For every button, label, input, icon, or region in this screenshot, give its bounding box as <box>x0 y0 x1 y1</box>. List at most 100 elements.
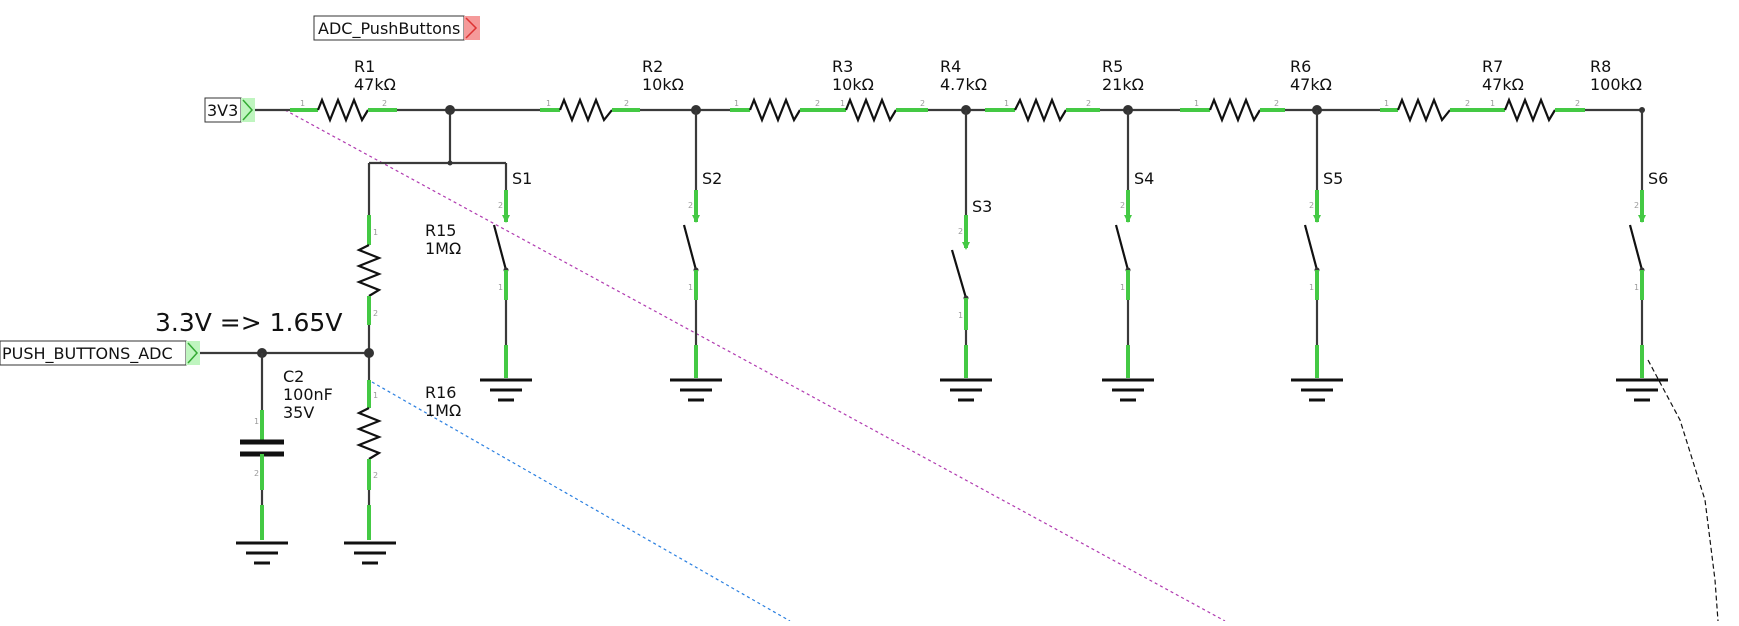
svg-text:1: 1 <box>498 283 503 292</box>
svg-text:2: 2 <box>958 227 963 236</box>
s6-label: S6 <box>1648 169 1668 188</box>
r6-ref: R6 <box>1290 57 1311 76</box>
svg-text:2: 2 <box>815 99 820 108</box>
r3-ref: R3 <box>832 57 853 76</box>
r4-ref: R4 <box>940 57 961 76</box>
switch-s4[interactable]: 2 1 S4 <box>1114 110 1154 378</box>
svg-text:2: 2 <box>1309 201 1314 210</box>
ground-icon <box>236 541 288 565</box>
vcc-label: 3V3 <box>207 101 238 120</box>
divider-r15[interactable]: 1 2 R15 1MΩ <box>356 215 461 353</box>
ratsnest-blue <box>371 381 791 622</box>
ratsnest-lines <box>284 109 1719 622</box>
svg-text:1: 1 <box>1384 99 1389 108</box>
r5-value: 21kΩ <box>1102 75 1144 94</box>
resistor-r5[interactable]: 1 2 R5 21kΩ <box>985 57 1144 123</box>
ground-icon <box>670 378 722 402</box>
svg-text:1: 1 <box>373 228 378 237</box>
port-adc-pushbuttons[interactable]: ADC_PushButtons <box>313 15 480 41</box>
s1-label: S1 <box>512 169 532 188</box>
resistor-r7[interactable]: 1 2 1 2 R7 47kΩ <box>1380 57 1585 123</box>
push-buttons-adc-label: PUSH_BUTTONS_ADC <box>2 344 173 364</box>
r15-value: 1MΩ <box>425 239 461 258</box>
svg-text:2: 2 <box>688 201 693 210</box>
c2-voltage: 35V <box>283 403 314 422</box>
ground-symbols <box>236 378 1668 565</box>
resistor-r6[interactable]: 1 2 R6 47kΩ <box>1180 57 1332 123</box>
svg-text:2: 2 <box>382 99 387 108</box>
r4-value: 4.7kΩ <box>940 75 987 94</box>
main-bus <box>255 108 1642 215</box>
s3-label: S3 <box>972 197 992 216</box>
voltage-annotation: 3.3V => 1.65V <box>155 308 342 337</box>
svg-text:2: 2 <box>1274 99 1279 108</box>
resistor-r2[interactable]: 1 2 R2 10kΩ <box>540 57 684 123</box>
divider-r16[interactable]: 12 R16 1MΩ <box>356 380 461 540</box>
svg-text:2: 2 <box>1575 99 1580 108</box>
svg-text:1: 1 <box>254 417 259 426</box>
r8-value: 100kΩ <box>1590 75 1642 94</box>
r1-ref: R1 <box>354 57 375 76</box>
switch-s3[interactable]: 2 1 S3 <box>950 110 992 378</box>
r2-value: 10kΩ <box>642 75 684 94</box>
svg-text:1: 1 <box>1194 99 1199 108</box>
ground-icon <box>1291 378 1343 402</box>
svg-text:2: 2 <box>1465 99 1470 108</box>
r3-value: 10kΩ <box>832 75 874 94</box>
r8-ref: R8 <box>1590 57 1611 76</box>
ratsnest-purple <box>284 109 1226 622</box>
svg-text:1: 1 <box>373 391 378 400</box>
svg-text:1: 1 <box>1634 283 1639 292</box>
port-3v3[interactable]: 3V3 <box>204 97 255 123</box>
adc-pushbuttons-label: ADC_PushButtons <box>318 19 460 39</box>
ground-icon <box>480 378 532 402</box>
svg-text:1: 1 <box>1004 99 1009 108</box>
svg-text:1: 1 <box>546 99 551 108</box>
svg-text:1: 1 <box>958 311 963 320</box>
r7-value: 47kΩ <box>1482 75 1524 94</box>
port-push-buttons-adc[interactable]: PUSH_BUTTONS_ADC <box>0 340 200 366</box>
s2-label: S2 <box>702 169 722 188</box>
switches: 2 1 S1 2 1 S2 2 1 S3 <box>492 110 1668 378</box>
r5-ref: R5 <box>1102 57 1123 76</box>
svg-text:2: 2 <box>498 201 503 210</box>
s4-label: S4 <box>1134 169 1154 188</box>
svg-text:1: 1 <box>688 283 693 292</box>
r2-ref: R2 <box>642 57 663 76</box>
capacitor-c2[interactable]: 12 C2 100nF 35V <box>240 353 333 540</box>
svg-text:1: 1 <box>1490 99 1495 108</box>
svg-text:2: 2 <box>373 309 378 318</box>
ratsnest-black <box>1647 359 1719 622</box>
s5-label: S5 <box>1323 169 1343 188</box>
r6-value: 47kΩ <box>1290 75 1332 94</box>
svg-text:1: 1 <box>734 99 739 108</box>
switch-s2[interactable]: 2 1 S2 <box>682 110 722 378</box>
r7-ref: R7 <box>1482 57 1503 76</box>
r1-value: 47kΩ <box>354 75 396 94</box>
switch-s5[interactable]: 2 1 S5 <box>1303 110 1343 378</box>
svg-text:1: 1 <box>840 99 845 108</box>
switch-s1[interactable]: 2 1 S1 <box>492 163 532 378</box>
svg-text:2: 2 <box>254 469 259 478</box>
ground-icon <box>344 541 396 565</box>
ground-icon <box>1102 378 1154 402</box>
resistor-r8-label: R8 100kΩ <box>1590 57 1642 94</box>
svg-text:2: 2 <box>920 99 925 108</box>
c2-value: 100nF <box>283 385 333 404</box>
switch-s6[interactable]: 21 S6 <box>1628 110 1668 378</box>
svg-text:2: 2 <box>373 471 378 480</box>
r15-ref: R15 <box>425 221 456 240</box>
resistor-r3[interactable]: 1 2 1 2 R3 10kΩ <box>730 57 928 123</box>
ground-icon <box>1616 378 1668 402</box>
svg-text:2: 2 <box>1120 201 1125 210</box>
svg-text:1: 1 <box>1309 283 1314 292</box>
svg-text:2: 2 <box>624 99 629 108</box>
resistor-r4-label: R4 4.7kΩ <box>940 57 987 94</box>
svg-text:2: 2 <box>1086 99 1091 108</box>
svg-text:1: 1 <box>1120 283 1125 292</box>
r16-value: 1MΩ <box>425 401 461 420</box>
